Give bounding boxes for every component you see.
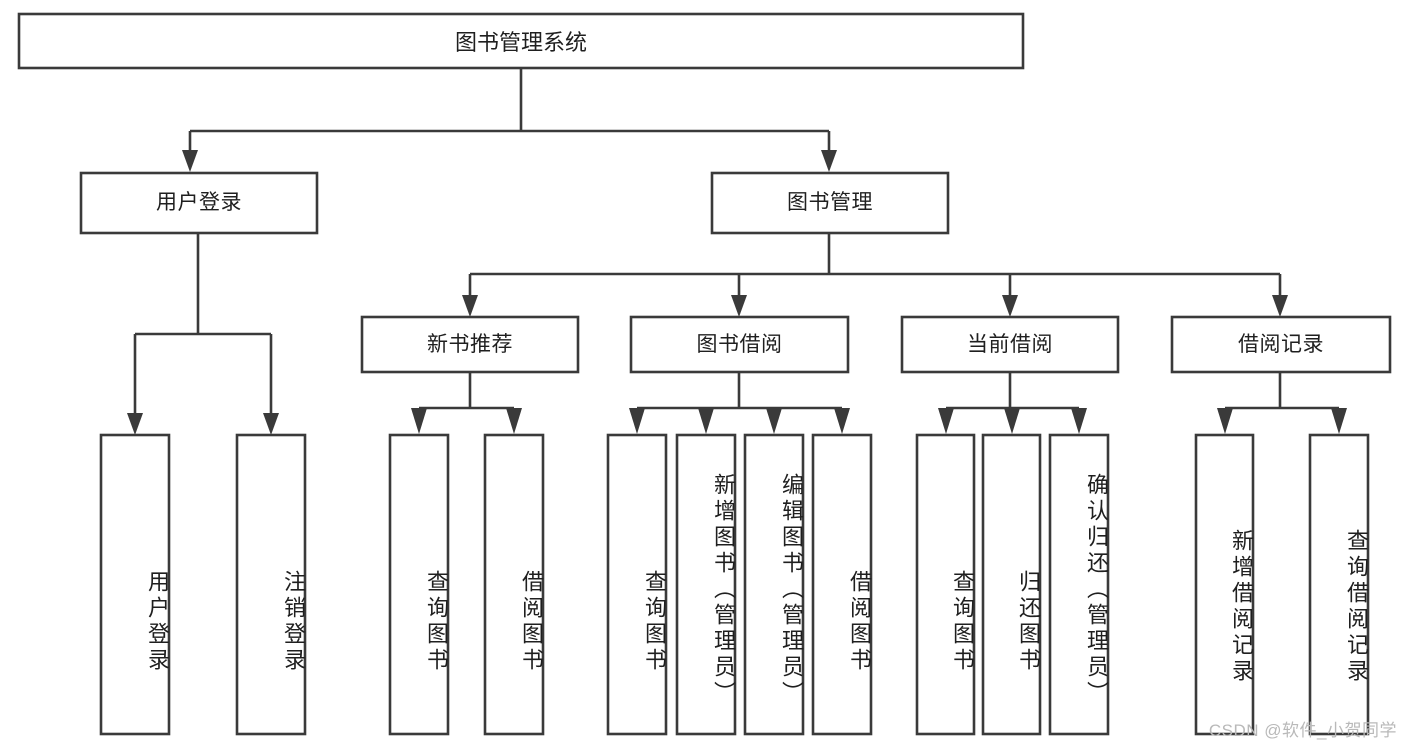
- node-box-borrow-record[interactable]: [1170, 315, 1392, 374]
- node-box-book-manage[interactable]: [710, 171, 950, 235]
- arrow-head-user-login: [182, 150, 198, 172]
- connector-group-current-borrow: [938, 372, 1087, 434]
- node-box-leaf-user-login[interactable]: [99, 433, 171, 736]
- connector-group-borrow-record: [1217, 372, 1347, 434]
- node-box-leaf-nbr-borrow-book[interactable]: [483, 433, 545, 736]
- arrow-head-bb-leaf-3: [766, 408, 782, 434]
- node-box-leaf-cb-query-book[interactable]: [915, 433, 976, 736]
- node-box-root[interactable]: [17, 12, 1025, 70]
- arrow-head-leaf-user-login: [127, 413, 143, 435]
- arrow-head-nbr-leaf-2: [506, 408, 522, 434]
- connector-group-book-borrow: [629, 372, 850, 434]
- arrow-head-br-leaf-1: [1217, 408, 1233, 434]
- arrow-head-cb-leaf-3: [1071, 408, 1087, 434]
- node-box-leaf-bb-query-book[interactable]: [606, 433, 668, 736]
- node-box-leaf-cb-return-book[interactable]: [981, 433, 1042, 736]
- node-box-leaf-bb-edit-book[interactable]: [743, 433, 805, 736]
- connector-group-root: [182, 68, 837, 172]
- node-box-leaf-bb-borrow-book[interactable]: [811, 433, 873, 736]
- node-box-leaf-br-query-record[interactable]: [1308, 433, 1370, 736]
- arrow-head-leaf-logout: [263, 413, 279, 435]
- node-box-current-borrow[interactable]: [900, 315, 1120, 374]
- csdn-watermark: CSDN @软件_小贺同学: [1208, 721, 1397, 740]
- arrow-head-cb-leaf-2: [1004, 408, 1020, 434]
- arrow-head-current-borrow: [1002, 295, 1018, 317]
- arrow-head-bb-leaf-4: [834, 408, 850, 434]
- arrow-head-new-book-recommend: [462, 295, 478, 317]
- arrow-head-cb-leaf-1: [938, 408, 954, 434]
- node-box-leaf-logout[interactable]: [235, 433, 307, 736]
- arrow-head-nbr-leaf-1: [411, 408, 427, 434]
- arrow-head-bb-leaf-1: [629, 408, 645, 434]
- node-box-leaf-nbr-query-book[interactable]: [388, 433, 450, 736]
- node-box-leaf-br-add-record[interactable]: [1194, 433, 1255, 736]
- connector-group-book-manage: [462, 233, 1288, 317]
- node-box-user-login[interactable]: [79, 171, 319, 235]
- connector-group-user-login: [127, 233, 279, 435]
- arrow-head-book-manage: [821, 150, 837, 172]
- node-box-leaf-cb-confirm-return[interactable]: [1048, 433, 1110, 736]
- connector-group-new-book-recommend: [411, 372, 522, 434]
- node-box-book-borrow[interactable]: [629, 315, 850, 374]
- node-box-leaf-bb-add-book[interactable]: [675, 433, 737, 736]
- arrow-head-book-borrow: [731, 295, 747, 317]
- node-box-new-book-recommend[interactable]: [360, 315, 580, 374]
- arrow-head-bb-leaf-2: [698, 408, 714, 434]
- arrow-head-br-leaf-2: [1331, 408, 1347, 434]
- arrow-head-borrow-record: [1272, 295, 1288, 317]
